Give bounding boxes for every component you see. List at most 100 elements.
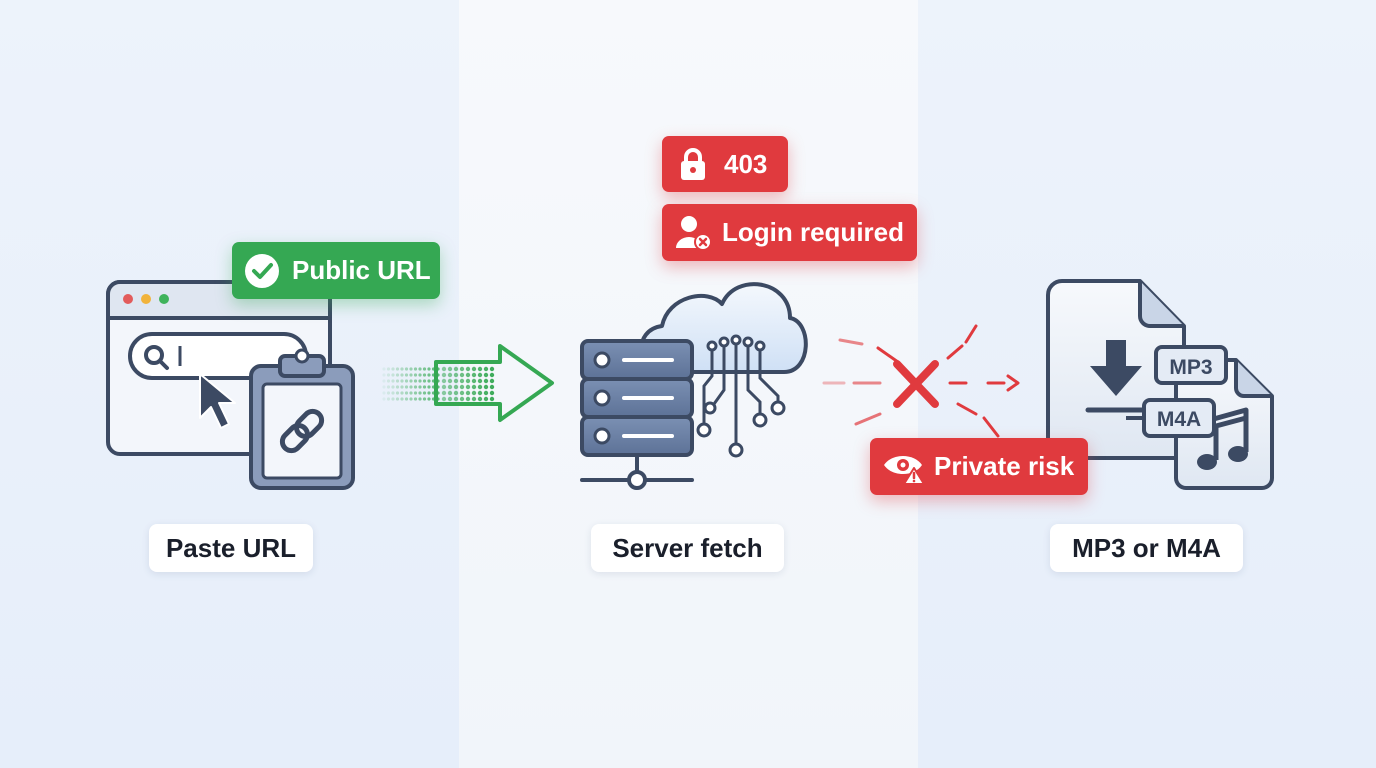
arrow-trail-dot: [471, 372, 477, 378]
window-min-dot-icon: [141, 294, 151, 304]
download-arrow-icon: [1085, 340, 1149, 413]
arrow-trail-dot: [453, 366, 459, 372]
arrow-trail-dot: [427, 385, 431, 389]
arrow-trail-dot: [422, 385, 427, 389]
arrow-trail-dot: [422, 373, 427, 377]
eye-warning-icon: [882, 448, 926, 486]
arrow-trail-dot: [422, 367, 427, 371]
arrow-trail-dot: [404, 367, 409, 371]
arrow-trail-dot: [386, 397, 391, 401]
arrow-trail-dot: [404, 385, 409, 389]
arrow-trail-dot: [391, 379, 395, 383]
arrow-trail-dot: [422, 391, 427, 395]
check-circle-icon: [244, 253, 280, 289]
step-label-paste-url: Paste URL: [149, 524, 313, 572]
arrow-trail-dot: [471, 390, 477, 396]
format-tag-m4a: M4A: [1126, 398, 1216, 438]
arrow-trail-dot: [453, 390, 459, 396]
arrow-trail-dot: [427, 397, 431, 401]
music-note-icon: [1197, 407, 1249, 470]
arrow-trail-dot: [465, 378, 471, 384]
server-rack-icon: [580, 339, 694, 490]
arrow-trail-dot: [427, 379, 431, 383]
arrow-trail-dot: [418, 385, 422, 389]
arrow-trail-dot: [382, 391, 386, 395]
arrow-trail-dot: [465, 384, 471, 390]
arrow-trail-dot: [418, 379, 422, 383]
arrow-trail-dot: [400, 379, 404, 383]
arrow-trail-dot: [418, 397, 422, 401]
arrow-trail-dot: [409, 373, 413, 377]
arrow-trail-dot: [386, 379, 391, 383]
arrow-trail-dot: [489, 384, 495, 390]
arrow-trail-dot: [465, 390, 471, 396]
arrow-trail-dot: [447, 390, 453, 396]
arrow-trail-dot: [382, 373, 386, 377]
arrow-trail-dot: [413, 391, 418, 395]
circuit-lines-icon: [696, 334, 786, 458]
blocked-connection: [822, 324, 1020, 438]
arrow-trail-dot: [459, 366, 465, 372]
arrow-trail-dot: [465, 366, 471, 372]
arrow-trail-dot: [459, 378, 465, 384]
arrow-trail-dot: [418, 373, 422, 377]
arrow-trail-dot: [483, 396, 489, 402]
arrow-trail-dot: [441, 378, 447, 384]
arrow-trail-dot: [404, 397, 409, 401]
arrow-trail-dot: [489, 396, 495, 402]
arrow-trail-dot: [483, 366, 489, 372]
arrow-trail-dot: [400, 385, 404, 389]
arrow-trail-dot: [382, 367, 386, 371]
arrow-trail-dot: [453, 372, 459, 378]
flow-arrow-success: [382, 366, 495, 402]
music-file-icon: [1174, 358, 1274, 490]
arrow-trail-dot: [391, 391, 395, 395]
arrow-trail-dot: [391, 385, 395, 389]
step-label-server-fetch: Server fetch: [591, 524, 784, 572]
arrow-trail-dot: [427, 367, 431, 371]
arrow-trail-dot: [477, 390, 483, 396]
arrow-trail-dot: [447, 366, 453, 372]
arrow-trail-dot: [427, 373, 431, 377]
badge-login-required-label: Login required: [722, 217, 904, 247]
format-label-m4a: M4A: [1157, 408, 1201, 431]
arrow-trail-dot: [477, 396, 483, 402]
arrow-trail-dot: [391, 367, 395, 371]
arrow-trail-dot: [409, 385, 413, 389]
arrow-trail-dot: [447, 396, 453, 402]
arrow-trail-dot: [447, 378, 453, 384]
arrow-trail-dot: [413, 379, 418, 383]
arrow-trail-dot: [400, 367, 404, 371]
link-chain-icon: [279, 408, 325, 454]
arrow-trail-dot: [441, 384, 447, 390]
arrow-trail-dot: [409, 379, 413, 383]
clipboard-link-icon: [249, 348, 355, 490]
arrow-trail-dot: [447, 384, 453, 390]
arrow-trail-dot: [409, 397, 413, 401]
arrow-trail-dot: [413, 385, 418, 389]
search-icon: [144, 345, 169, 370]
arrow-trail-dot: [477, 378, 483, 384]
arrow-trail-dot: [459, 390, 465, 396]
arrow-trail-dot: [483, 378, 489, 384]
arrow-trail-dot: [413, 397, 418, 401]
badge-public-url: Public URL: [232, 242, 440, 299]
arrow-trail-dot: [465, 372, 471, 378]
arrow-trail-dot: [409, 391, 413, 395]
arrow-trail-dot: [382, 397, 386, 401]
user-blocked-icon: [674, 214, 712, 252]
lock-icon: [678, 147, 708, 181]
arrow-trail-dot: [386, 373, 391, 377]
arrow-trail-dot: [386, 367, 391, 371]
badge-private-risk: Private risk: [870, 438, 1088, 495]
arrow-trail-dot: [395, 373, 400, 377]
arrow-trail-dot: [409, 367, 413, 371]
arrow-trail-dot: [395, 379, 400, 383]
arrow-trail-dot: [400, 397, 404, 401]
arrow-trail-dot: [382, 385, 386, 389]
arrow-trail-dot: [483, 372, 489, 378]
arrow-trail-dot: [483, 390, 489, 396]
arrow-trail-dot: [471, 384, 477, 390]
arrow-trail-dot: [386, 385, 391, 389]
arrow-trail-dot: [391, 373, 395, 377]
